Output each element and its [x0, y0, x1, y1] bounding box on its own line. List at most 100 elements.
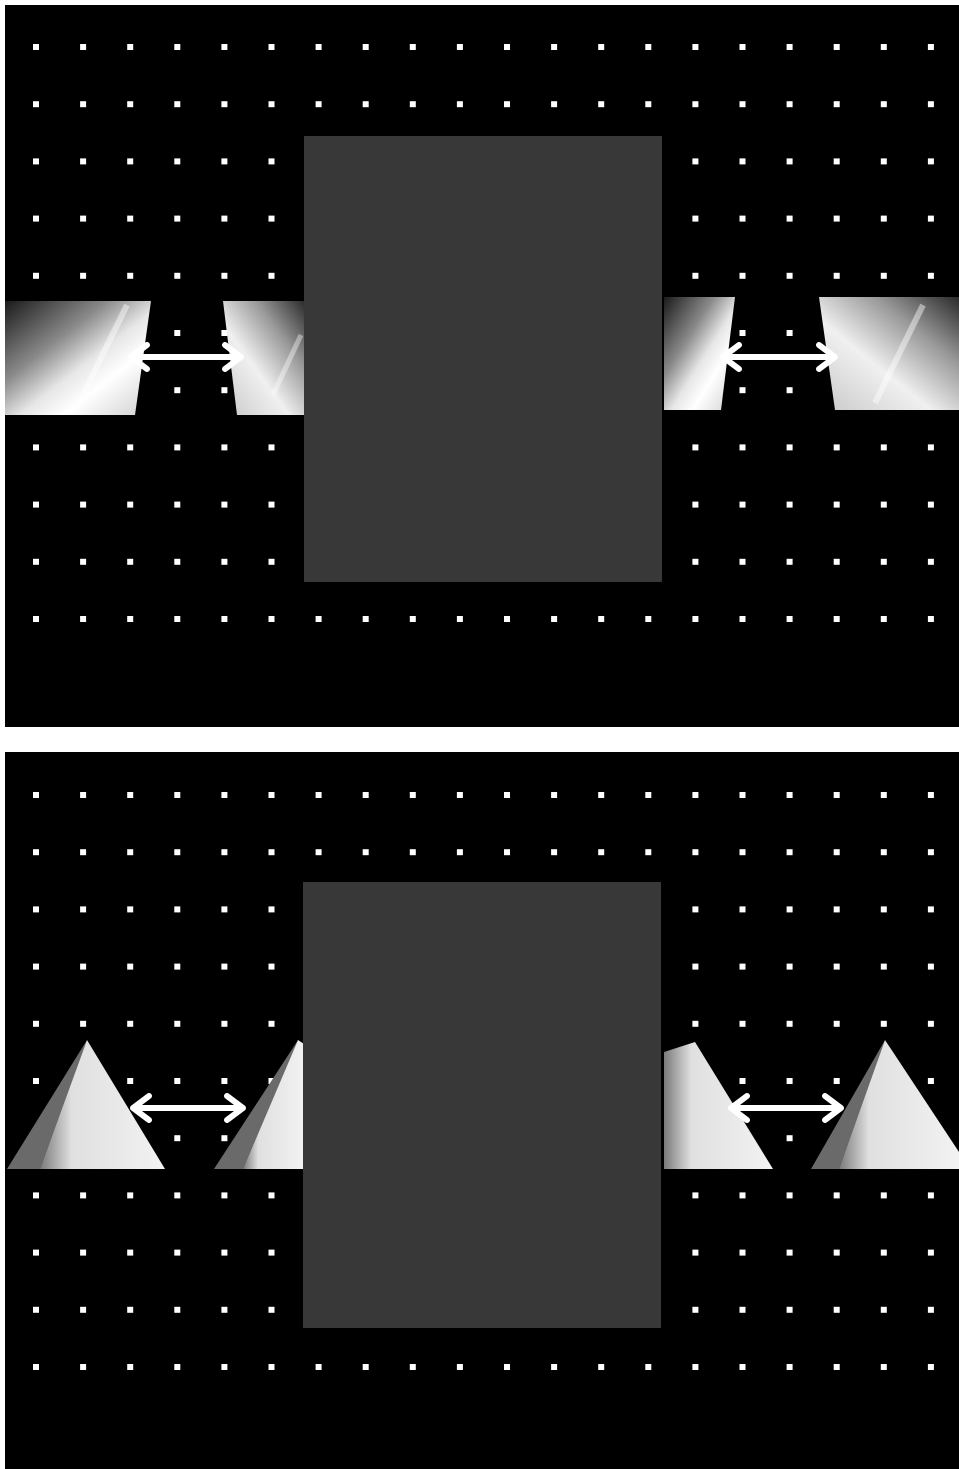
grid-dot [740, 559, 746, 565]
grid-dot [80, 158, 86, 164]
grid-dot [174, 964, 180, 970]
grid-dot [269, 849, 275, 855]
grid-dot [881, 444, 887, 450]
grid-dot [316, 616, 322, 622]
grid-dot [221, 964, 227, 970]
grid-dot [221, 849, 227, 855]
grid-dot [787, 444, 793, 450]
grid-dot [80, 1021, 86, 1027]
grid-dot [881, 906, 887, 912]
grid-dot [787, 906, 793, 912]
grid-dot [787, 1364, 793, 1370]
grid-dot [551, 101, 557, 107]
grid-dot [504, 44, 510, 50]
grid-dot [692, 1250, 698, 1256]
grid-dot [598, 792, 604, 798]
grid-dot [127, 1078, 133, 1084]
right-object-top [664, 297, 959, 410]
grid-dot [740, 444, 746, 450]
grid-dot [174, 444, 180, 450]
grid-dot [269, 906, 275, 912]
grid-dot [692, 101, 698, 107]
grid-dot [834, 964, 840, 970]
grid-dot [221, 1364, 227, 1370]
grid-dot [174, 387, 180, 393]
grid-dot [269, 792, 275, 798]
double-arrow-left-bottom [133, 1096, 243, 1120]
grid-dot [692, 216, 698, 222]
grid-dot [928, 444, 934, 450]
grid-dot [80, 559, 86, 565]
grid-dot [834, 559, 840, 565]
grid-dot [174, 1250, 180, 1256]
grid-dot [363, 792, 369, 798]
grid-dot [834, 444, 840, 450]
grid-dot [33, 616, 39, 622]
grid-dot [269, 1250, 275, 1256]
grid-dot [692, 158, 698, 164]
grid-dot [692, 1021, 698, 1027]
grid-dot [33, 849, 39, 855]
grid-dot [551, 792, 557, 798]
grid-dot [33, 906, 39, 912]
grid-dot [127, 1307, 133, 1313]
grid-dot [551, 44, 557, 50]
grid-dot [692, 616, 698, 622]
grid-dot [740, 1078, 746, 1084]
grid-dot [928, 101, 934, 107]
grid-dot [928, 1192, 934, 1198]
grid-dot [598, 849, 604, 855]
grid-dot [928, 964, 934, 970]
grid-dot [881, 964, 887, 970]
bottom-panel [5, 752, 959, 1469]
top-panel [5, 5, 959, 727]
grid-dot [221, 1078, 227, 1084]
grid-dot [174, 273, 180, 279]
grid-dot [692, 906, 698, 912]
grid-dot [33, 559, 39, 565]
grid-dot [221, 1307, 227, 1313]
grid-dot [881, 502, 887, 508]
grid-dot [881, 158, 887, 164]
grid-dot [221, 1135, 227, 1141]
grid-dot [692, 44, 698, 50]
grid-dot [33, 1364, 39, 1370]
grid-dot [33, 158, 39, 164]
grid-dot [598, 1364, 604, 1370]
grid-dot [834, 216, 840, 222]
grid-dot [787, 101, 793, 107]
grid-dot [221, 44, 227, 50]
grid-dot [269, 502, 275, 508]
grid-dot [740, 1364, 746, 1370]
grid-dot [221, 559, 227, 565]
grid-dot [504, 616, 510, 622]
grid-dot [410, 616, 416, 622]
grid-dot [645, 616, 651, 622]
grid-dot [928, 849, 934, 855]
grid-dot [363, 1364, 369, 1370]
grid-dot [834, 616, 840, 622]
grid-dot [316, 101, 322, 107]
grid-dot [33, 1192, 39, 1198]
grid-dot [740, 1192, 746, 1198]
grid-dot [787, 792, 793, 798]
grid-dot [740, 101, 746, 107]
grid-dot [504, 1364, 510, 1370]
grid-dot [598, 616, 604, 622]
grid-dot [928, 1250, 934, 1256]
grid-dot [692, 502, 698, 508]
grid-dot [221, 387, 227, 393]
grid-dot [80, 273, 86, 279]
grid-dot [174, 1307, 180, 1313]
grid-dot [127, 906, 133, 912]
grid-dot [269, 444, 275, 450]
grid-dot [33, 502, 39, 508]
grid-dot [410, 1364, 416, 1370]
grid-dot [174, 1364, 180, 1370]
grid-dot [787, 1078, 793, 1084]
grid-dot [174, 44, 180, 50]
grid-dot [881, 616, 887, 622]
grid-dot [881, 1021, 887, 1027]
grid-dot [551, 616, 557, 622]
grid-dot [834, 273, 840, 279]
